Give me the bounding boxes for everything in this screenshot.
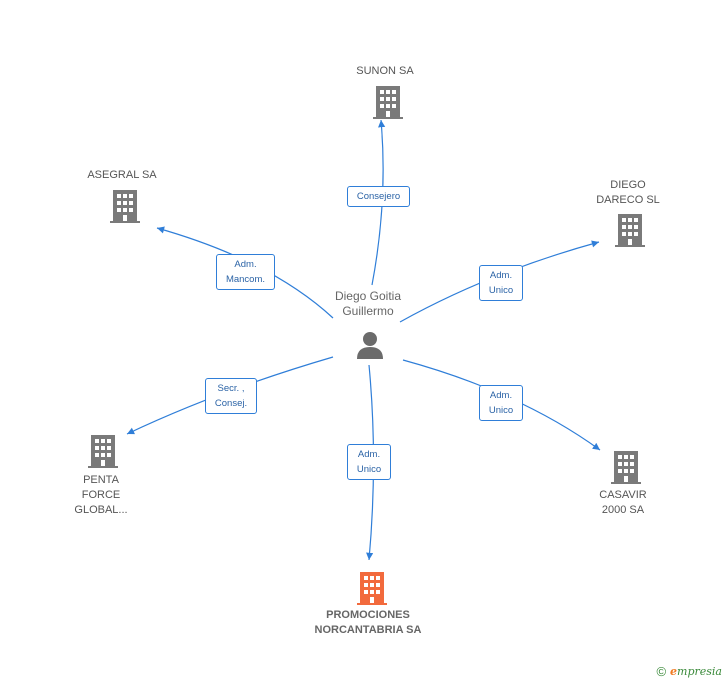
center-person-name: Diego Goitia Guillermo <box>334 289 402 318</box>
company-casavir-name[interactable]: CASAVIR 2000 SA <box>599 489 647 516</box>
building-icon[interactable] <box>357 569 387 605</box>
brand-logo: empresia <box>670 665 722 678</box>
building-icon[interactable] <box>88 432 118 468</box>
person-icon[interactable] <box>355 330 385 360</box>
relation-label-casavir: Adm. Unico <box>479 385 523 421</box>
footer-brand: © empresia <box>656 664 722 679</box>
relation-label-diego-dareco: Adm. Unico <box>479 265 523 301</box>
relation-label-penta: Secr. , Consej. <box>205 378 257 414</box>
relation-label-asegral: Adm. Mancom. <box>216 254 275 290</box>
copyright-symbol: © <box>656 664 667 679</box>
relation-label-sunon: Consejero <box>347 186 410 207</box>
building-icon[interactable] <box>373 83 403 119</box>
company-sunon-name[interactable]: SUNON SA <box>356 65 414 77</box>
company-asegral-name[interactable]: ASEGRAL SA <box>87 169 157 181</box>
company-diego-dareco-name[interactable]: DIEGO DARECO SL <box>596 179 660 206</box>
building-icon[interactable] <box>615 211 645 247</box>
building-icon[interactable] <box>110 187 140 223</box>
building-icon[interactable] <box>611 448 641 484</box>
relation-label-promociones: Adm. Unico <box>347 444 391 480</box>
company-promociones-name[interactable]: PROMOCIONES NORCANTABRIA SA <box>314 609 422 636</box>
company-penta-name[interactable]: PENTA FORCE GLOBAL... <box>74 474 128 516</box>
